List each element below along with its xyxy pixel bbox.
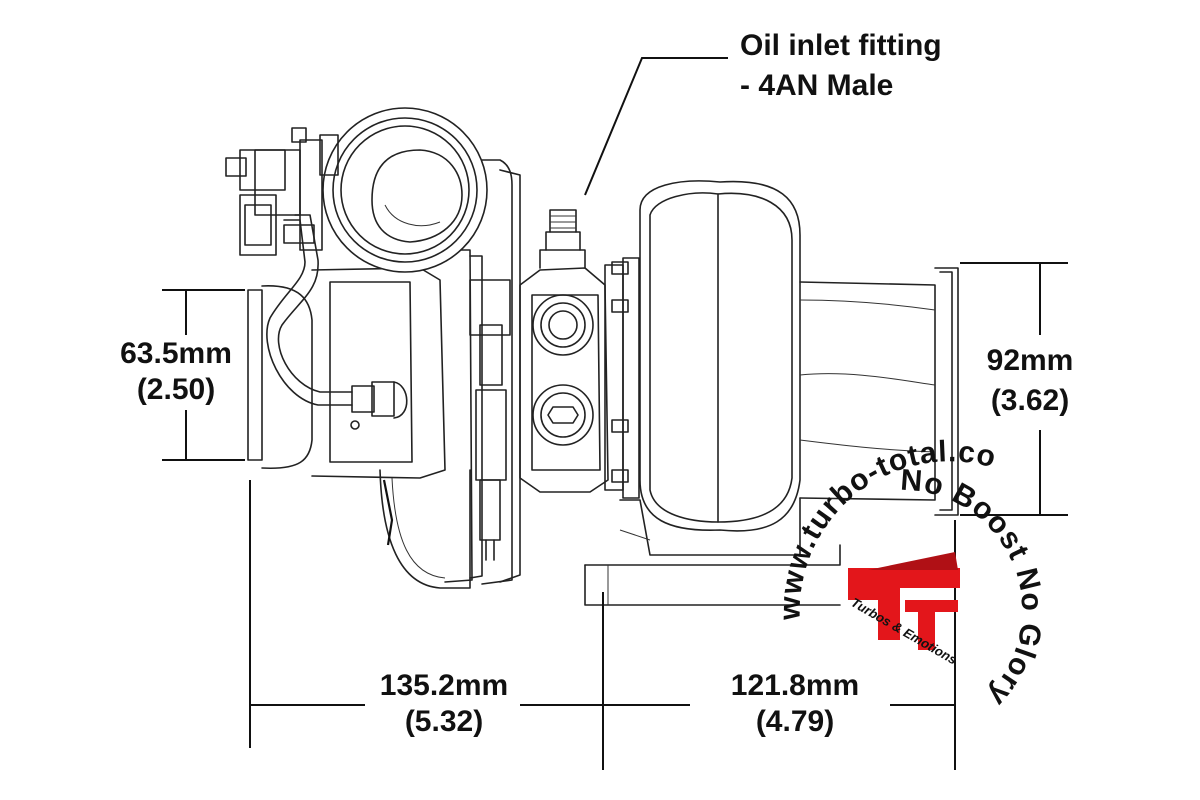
center-housing	[519, 209, 640, 499]
callout-line-2: - 4AN Male	[740, 69, 893, 102]
dim-length-left-mm: 135.2mm	[380, 669, 508, 702]
ft-logo	[848, 552, 960, 650]
dim-outlet-mm: 92mm	[987, 344, 1074, 377]
compressor-housing	[225, 107, 521, 589]
dim-length-right-mm: 121.8mm	[731, 669, 859, 702]
dim-outlet-in: (3.62)	[991, 384, 1069, 417]
oil-inlet-callout: Oil inlet fitting - 4AN Male	[584, 29, 942, 196]
dim-length-right-in: (4.79)	[756, 705, 834, 738]
dimension-turbine-outlet: 92mm (3.62)	[960, 262, 1074, 516]
dim-inlet-mm: 63.5mm	[120, 337, 232, 370]
watermark-slogan: No Boost No Glory	[899, 464, 1048, 713]
dimension-lengths: 135.2mm (5.32) 121.8mm (4.79)	[249, 480, 956, 770]
callout-line-1: Oil inlet fitting	[740, 29, 942, 62]
dimension-compressor-inlet: 63.5mm (2.50)	[120, 289, 245, 461]
turbine-housing	[584, 180, 959, 606]
dim-length-left-in: (5.32)	[405, 705, 483, 738]
dim-inlet-in: (2.50)	[137, 373, 215, 406]
